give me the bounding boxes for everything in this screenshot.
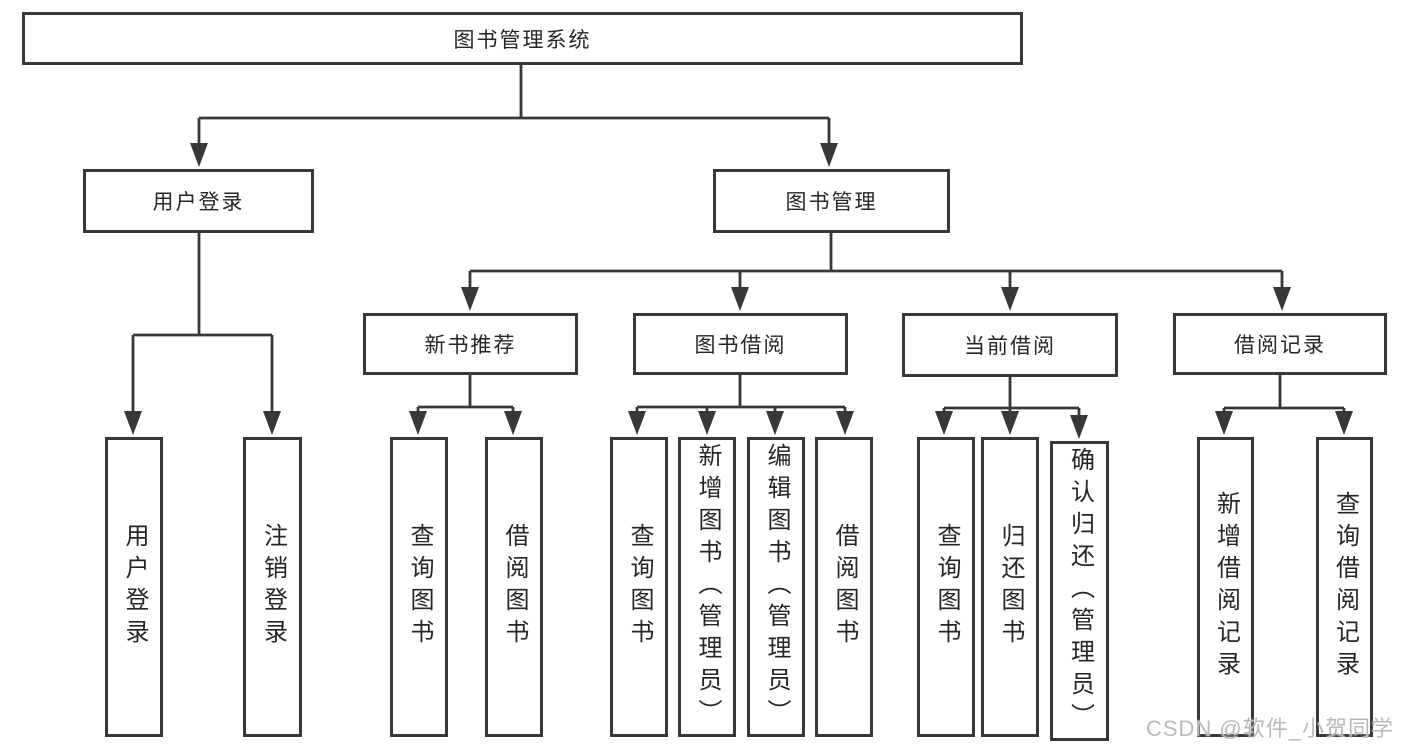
arrow-down-icon	[1215, 411, 1233, 435]
arrow-down-icon	[820, 143, 838, 167]
connector-user-login-split	[131, 233, 274, 420]
leaf-label: 确认归还（管理员）	[1066, 447, 1094, 735]
arrow-down-icon	[1001, 287, 1019, 311]
leaf-recommend-borrow-books: 借阅图书	[485, 437, 543, 737]
arrow-down-icon	[461, 287, 479, 311]
arrow-down-icon	[263, 411, 281, 435]
arrow-down-icon	[504, 411, 522, 435]
leaf-current-return-books: 归还图书	[981, 437, 1039, 737]
arrow-down-icon	[698, 411, 716, 435]
connector-root-split	[197, 65, 831, 152]
node-label: 借阅记录	[1234, 334, 1326, 357]
leaf-borrowing-query-books: 查询图书	[610, 437, 668, 737]
leaf-borrowing-add-books-admin: 新增图书（管理员）	[678, 437, 736, 737]
leaf-recommend-query-books: 查询图书	[390, 437, 448, 737]
arrow-down-icon	[836, 411, 854, 435]
leaf-label: 新增借阅记录	[1212, 491, 1240, 683]
leaf-label: 注销登录	[259, 523, 287, 651]
leaf-label: 新增图书（管理员）	[694, 443, 721, 731]
arrow-down-icon	[1001, 411, 1019, 435]
node-label: 新书推荐	[424, 334, 517, 357]
connector-new-book-split	[416, 375, 515, 420]
arrow-down-icon	[1273, 287, 1291, 311]
leaf-label: 查询图书	[626, 523, 653, 651]
leaf-borrowing-borrow-books: 借阅图书	[815, 437, 873, 737]
node-label: 图书管理	[785, 191, 878, 214]
leaf-label: 用户登录	[121, 523, 148, 651]
leaf-logout: 注销登录	[243, 437, 302, 737]
node-borrow-records: 借阅记录	[1173, 313, 1387, 375]
connector-book-mgmt-split	[468, 233, 1284, 296]
node-user-login: 用户登录	[83, 169, 314, 233]
arrow-down-icon	[628, 411, 646, 435]
node-system-root: 图书管理系统	[22, 12, 1023, 65]
leaf-label: 借阅图书	[501, 523, 528, 651]
leaf-label: 归还图书	[997, 523, 1024, 651]
leaf-borrowing-edit-books-admin: 编辑图书（管理员）	[747, 437, 805, 737]
leaf-records-add-record: 新增借阅记录	[1197, 437, 1254, 737]
connector-book-borrow-split	[635, 375, 847, 420]
node-label: 图书管理系统	[453, 28, 592, 52]
arrow-down-icon	[766, 411, 784, 435]
node-new-book-recommend: 新书推荐	[363, 313, 578, 375]
connector-borrow-record-split	[1222, 375, 1346, 420]
node-label: 当前借阅	[964, 335, 1056, 358]
arrow-down-icon	[190, 143, 208, 167]
leaf-current-query-books: 查询图书	[917, 437, 975, 737]
leaf-label: 编辑图书（管理员）	[763, 443, 790, 731]
leaf-label: 查询借阅记录	[1331, 491, 1359, 683]
arrow-down-icon	[1070, 415, 1088, 439]
leaf-records-query-record: 查询借阅记录	[1316, 437, 1373, 737]
arrow-down-icon	[1335, 411, 1353, 435]
node-book-borrowing: 图书借阅	[633, 313, 848, 375]
node-current-borrowing: 当前借阅	[902, 313, 1118, 377]
leaf-label: 借阅图书	[831, 523, 858, 651]
arrow-down-icon	[409, 411, 427, 435]
leaf-user-login: 用户登录	[105, 437, 163, 737]
leaf-label: 查询图书	[933, 523, 960, 651]
connector-current-borrow-split	[942, 377, 1081, 424]
arrow-down-icon	[731, 287, 749, 311]
arrow-down-icon	[935, 411, 953, 435]
node-book-management: 图书管理	[713, 169, 950, 233]
arrow-down-icon	[124, 411, 142, 435]
leaf-label: 查询图书	[406, 523, 433, 651]
watermark: CSDN @软件_小贺同学	[1145, 716, 1394, 741]
node-label: 图书借阅	[694, 334, 787, 357]
leaf-current-confirm-return-admin: 确认归还（管理员）	[1050, 441, 1109, 741]
node-label: 用户登录	[152, 191, 245, 214]
